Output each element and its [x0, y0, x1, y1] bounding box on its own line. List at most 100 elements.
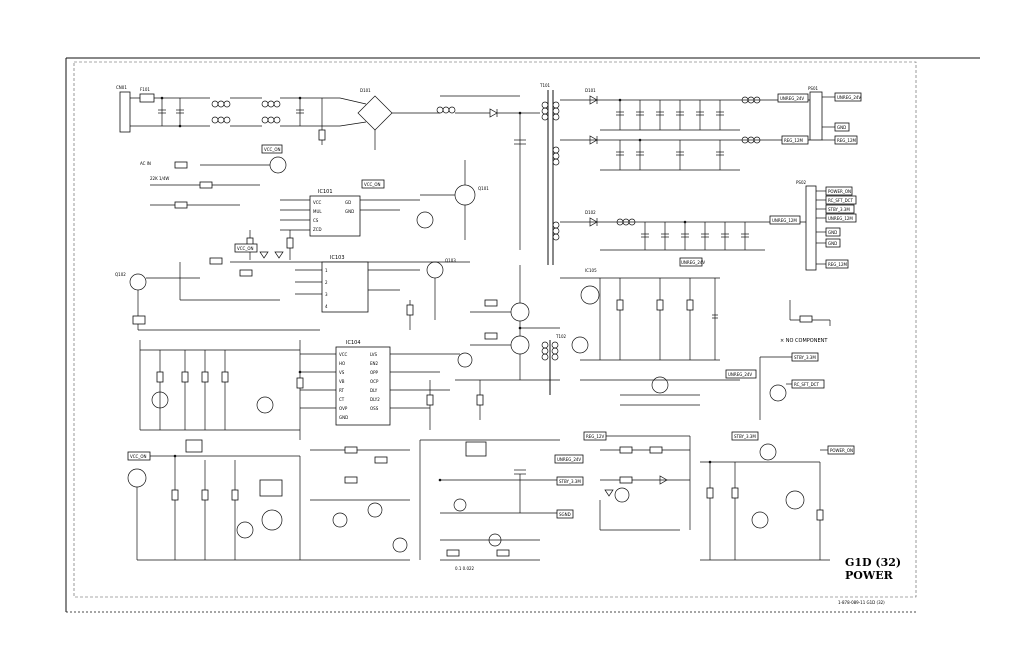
- svg-text:22K 1/4W: 22K 1/4W: [150, 176, 169, 181]
- transformer-windings: [541, 101, 560, 241]
- pin-label-gnd-a: [825, 227, 841, 237]
- svg-text:UNREG_24V: UNREG_24V: [780, 96, 804, 101]
- svg-text:VCC_ON: VCC_ON: [264, 147, 280, 152]
- svg-text:VCC_ON: VCC_ON: [130, 454, 146, 459]
- pin-label-unreg-12m: [825, 213, 857, 223]
- svg-text:UNREG_12M: UNREG_12M: [828, 216, 853, 221]
- svg-text:IC101: IC101: [318, 189, 333, 195]
- svg-text:F101: F101: [140, 87, 150, 92]
- pfc-section: IC101 VCC MUL CS ZCD GD GND Q101 VCC_ON …: [230, 95, 540, 263]
- svg-text:UNREG_24V: UNREG_24V: [837, 95, 861, 100]
- svg-text:PS01: PS01: [808, 86, 818, 91]
- pin-label-reg-12m: [834, 135, 858, 145]
- transistor-symbol: [269, 156, 287, 174]
- capacitor-bank-24v: [600, 100, 740, 131]
- svg-text:RC_SFT_DCT: RC_SFT_DCT: [828, 198, 853, 203]
- net-label-unreg-24v-c: [725, 369, 757, 379]
- svg-text:GND: GND: [339, 415, 348, 420]
- bridge-rectifier: [357, 95, 393, 131]
- feedback-section: IC105 UNREG_24V STBY_3.3M RC_SFT_DCT: [560, 268, 825, 420]
- pin-label-stby: [825, 204, 855, 214]
- svg-text:4: 4: [325, 304, 328, 309]
- svg-text:STBY_3.3M: STBY_3.3M: [559, 479, 581, 484]
- svg-text:GD: GD: [345, 200, 351, 205]
- q102-transistor: [129, 273, 147, 291]
- svg-text:Q102: Q102: [115, 272, 126, 277]
- sheet-title: G1D (32): [845, 556, 901, 569]
- svg-text:VCC_ON: VCC_ON: [237, 246, 253, 251]
- svg-text:GND: GND: [828, 230, 837, 235]
- svg-text:GND: GND: [828, 241, 837, 246]
- capacitor-bank-12m: [600, 140, 740, 171]
- svg-text:D102: D102: [585, 210, 596, 215]
- llc-half-bridge: T102: [426, 265, 567, 430]
- svg-text:REG_12M: REG_12M: [784, 138, 803, 143]
- ic101-pfc-controller: [309, 195, 361, 237]
- svg-text:OVP: OVP: [339, 406, 348, 411]
- net-label-sgnd: [556, 509, 574, 519]
- svg-text:Q101: Q101: [478, 186, 489, 191]
- svg-text:UNREG_12M: UNREG_12M: [772, 218, 797, 223]
- svg-text:UNREG_24V: UNREG_24V: [728, 372, 752, 377]
- svg-text:RT: RT: [339, 388, 344, 393]
- svg-text:IC103: IC103: [330, 255, 345, 261]
- no-component-note: × NO COMPONENT: [780, 300, 831, 344]
- net-label-unreg-24v: [777, 93, 809, 103]
- title-block: G1D (32) POWER 1-878-089-11 G1D (32): [838, 556, 901, 605]
- svg-text:CT: CT: [339, 397, 345, 402]
- svg-text:HO: HO: [339, 361, 345, 366]
- ic104-llc-controller: IC104 VCC HO VS VB RT CT OVP GND LVS EN2…: [296, 340, 460, 440]
- svg-text:REG_12M: REG_12M: [828, 262, 847, 267]
- svg-text:VCC: VCC: [339, 352, 348, 357]
- svg-text:2: 2: [325, 280, 328, 285]
- pin-label-gnd-b: [825, 238, 841, 248]
- svg-text:RC_SFT_DCT: RC_SFT_DCT: [794, 382, 819, 387]
- no-component-label: × NO COMPONENT: [780, 338, 828, 344]
- connector-cn01-label: CN01: [116, 85, 127, 90]
- svg-text:OPP: OPP: [370, 370, 379, 375]
- standby-section: Q102 IC103 1 2 3 4 Q103: [115, 251, 456, 431]
- svg-text:T102: T102: [555, 334, 567, 339]
- svg-text:UNREG_24V: UNREG_24V: [557, 457, 581, 462]
- net-label-vcc-on: [261, 144, 283, 154]
- svg-text:VCC_ON: VCC_ON: [364, 182, 380, 187]
- pin-label-rc-sft-dct: [825, 195, 857, 205]
- svg-text:SGND: SGND: [559, 512, 571, 517]
- svg-text:IC105: IC105: [585, 268, 597, 273]
- svg-text:PS02: PS02: [796, 180, 806, 185]
- svg-text:OCP: OCP: [370, 379, 379, 384]
- output-connector-top: PS01 UNREG_24V GND REG_12M: [808, 86, 861, 145]
- q101-mosfet: [454, 184, 476, 206]
- standby-output-section: UNREG_24V STBY_3.3M SGND 0.1 0.022: [419, 439, 584, 571]
- svg-text:1: 1: [325, 268, 328, 273]
- sheet-subtitle: POWER: [845, 569, 894, 582]
- svg-text:EN2: EN2: [370, 361, 379, 366]
- svg-text:STBY_3.3M: STBY_3.3M: [734, 434, 756, 439]
- svg-text:CS: CS: [313, 218, 319, 223]
- svg-text:GND: GND: [837, 125, 846, 130]
- svg-text:REG_12V: REG_12V: [586, 434, 604, 439]
- net-label-reg-12m: [781, 135, 809, 145]
- net-label-unreg-12m: [769, 215, 801, 225]
- pin-label-reg-12m-b: [825, 259, 849, 269]
- svg-text:IC104: IC104: [346, 340, 361, 346]
- svg-text:VCC: VCC: [313, 200, 322, 205]
- svg-text:VB: VB: [339, 379, 345, 384]
- svg-text:POWER_ON: POWER_ON: [828, 189, 851, 194]
- svg-text:DLY: DLY: [370, 388, 378, 393]
- svg-text:LVS: LVS: [370, 352, 378, 357]
- svg-text:ZCD: ZCD: [313, 227, 322, 232]
- svg-text:OSS: OSS: [370, 406, 379, 411]
- svg-text:T101: T101: [539, 83, 551, 88]
- lower-left-section: VCC_ON: [127, 439, 410, 561]
- svg-text:3: 3: [325, 292, 328, 297]
- input-filter-section: CN01 F101 D101 AC IN VCC: [116, 85, 440, 209]
- svg-text:DLY2: DLY2: [370, 397, 380, 402]
- svg-text:STBY_3.3M: STBY_3.3M: [794, 355, 816, 360]
- lower-right-section: REG_12V STBY_3.3M POWER_ON: [583, 431, 855, 561]
- capacitor-bank-12v: [600, 222, 765, 251]
- svg-text:D101: D101: [360, 88, 371, 93]
- page-frame: [65, 57, 980, 613]
